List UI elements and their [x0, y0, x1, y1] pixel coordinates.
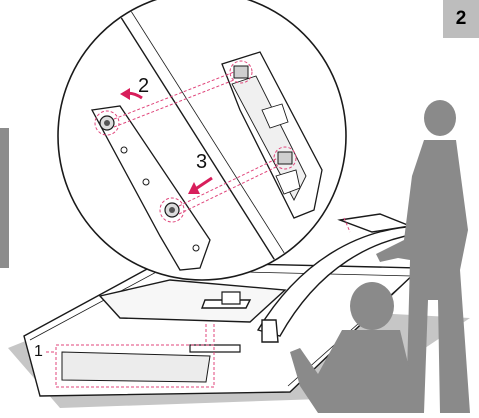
- step-number-badge: 2: [443, 0, 479, 38]
- callout-label-2: 2: [138, 76, 149, 96]
- hook-lower: [278, 152, 292, 164]
- callout-label-1: 1: [34, 344, 43, 360]
- detail-magnifier: [58, 0, 346, 300]
- hook-upper: [234, 66, 248, 78]
- side-tab-marker: [0, 128, 9, 268]
- callout-label-3: 3: [196, 152, 207, 172]
